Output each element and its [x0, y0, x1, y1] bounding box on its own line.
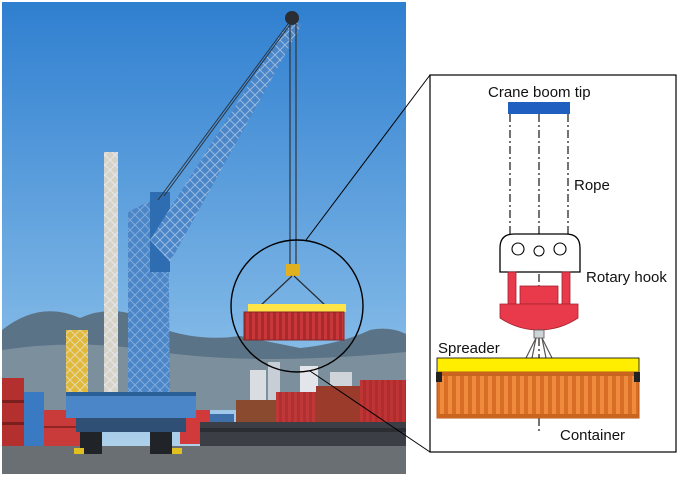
boom-tip-block — [508, 102, 570, 114]
label-container: Container — [560, 427, 625, 444]
zoom-connector-top — [305, 74, 431, 241]
photo-lifted-container — [243, 264, 346, 341]
crane-schematic: Crane boom tip Rope Rotary hook Spreader… — [429, 74, 677, 453]
label-rope: Rope — [574, 177, 610, 194]
spreader-bar — [436, 357, 640, 373]
crane-photo — [2, 2, 406, 474]
photo-zoom-circle — [230, 239, 364, 373]
background-crane — [66, 152, 118, 402]
schematic-container — [436, 371, 640, 419]
rotary-hook — [499, 233, 581, 339]
photo-quay — [2, 446, 406, 474]
zoom-connector-bottom — [309, 370, 431, 453]
spreader-shackle — [525, 337, 553, 359]
label-rotary-hook: Rotary hook — [586, 269, 667, 286]
photo-city — [250, 362, 352, 400]
label-spreader: Spreader — [438, 340, 500, 357]
rope-lines — [509, 114, 569, 432]
main-crane — [66, 11, 302, 454]
label-boom-tip: Crane boom tip — [488, 84, 591, 101]
